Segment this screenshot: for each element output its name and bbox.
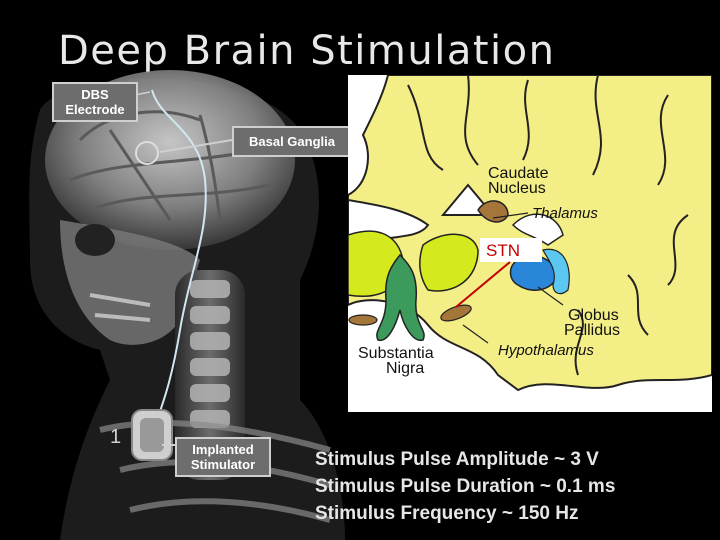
- stn-label-box: [480, 238, 542, 262]
- stimulus-frequency: Stimulus Frequency ~ 150 Hz: [315, 503, 579, 524]
- label-hypothalamus: Hypothalamus: [498, 342, 594, 359]
- stn-nucleus: [440, 304, 472, 322]
- stn-pointer: [455, 261, 511, 308]
- label-substantia-line2: Nigra: [386, 360, 424, 377]
- stimulus-amplitude: Stimulus Pulse Amplitude ~ 3 V: [315, 449, 599, 470]
- callout-basal-ganglia-label: Basal Ganglia: [249, 134, 335, 149]
- stimulus-parameters: Stimulus Pulse Amplitude ~ 3 V Stimulus …: [315, 446, 615, 527]
- label-thalamus: Thalamus: [532, 205, 598, 222]
- callout-implanted-stimulator: Implanted Stimulator: [175, 437, 271, 477]
- figure-number: 1: [110, 426, 122, 448]
- stimulus-duration: Stimulus Pulse Duration ~ 0.1 ms: [315, 476, 616, 497]
- brainstem: [376, 253, 425, 341]
- label-substantia-line1: Substantia: [358, 345, 434, 362]
- callout-dbs-electrode-line2: Electrode: [65, 102, 125, 117]
- target-marker: [135, 141, 159, 165]
- label-caudate-line2: Nucleus: [488, 180, 546, 197]
- label-stn: STN: [486, 241, 520, 260]
- slide-title: Deep Brain Stimulation: [58, 28, 556, 74]
- callout-dbs-electrode: DBS Electrode: [52, 82, 138, 122]
- callout-implanted-stimulator-line1: Implanted: [192, 442, 254, 457]
- label-caudate-line1: Caudate: [488, 165, 549, 182]
- callout-implanted-stimulator-line2: Stimulator: [190, 457, 256, 472]
- callout-basal-ganglia: Basal Ganglia: [232, 126, 352, 157]
- thalamus-right: [418, 233, 479, 292]
- lead-wire: [149, 89, 207, 441]
- label-globus-line2: Pallidus: [564, 322, 620, 339]
- label-globus-line1: Globus: [568, 307, 619, 324]
- callout-dbs-electrode-line1: DBS: [81, 87, 109, 102]
- brain-section-diagram: Caudate Nucleus Thalamus STN Globus Pall…: [348, 75, 712, 412]
